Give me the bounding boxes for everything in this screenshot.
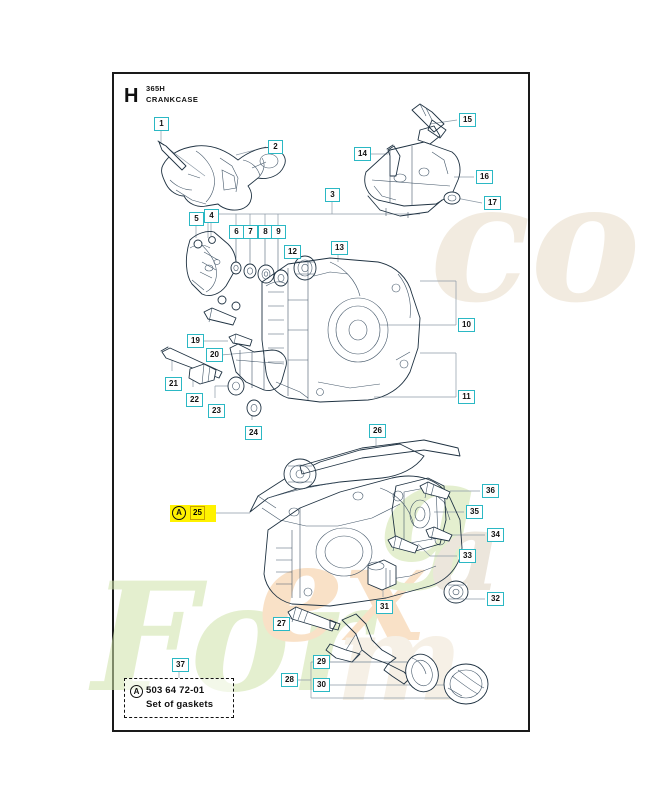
diagram-border [112,72,530,732]
callout-33[interactable]: 33 [459,549,476,563]
callout-6[interactable]: 6 [229,225,244,239]
callout-31[interactable]: 31 [376,600,393,614]
callout-28[interactable]: 28 [281,673,298,687]
callout-11[interactable]: 11 [458,390,475,404]
callout-16[interactable]: 16 [476,170,493,184]
callout-10[interactable]: 10 [458,318,475,332]
callout-13[interactable]: 13 [331,241,348,255]
callout-32[interactable]: 32 [487,592,504,606]
callout-35[interactable]: 35 [466,505,483,519]
callout-9[interactable]: 9 [271,225,286,239]
callout-15[interactable]: 15 [459,113,476,127]
callout-26[interactable]: 26 [369,424,386,438]
callout-29[interactable]: 29 [313,655,330,669]
legend-box: A 503 64 72-01 Set of gaskets [124,678,234,718]
callout-17[interactable]: 17 [484,196,501,210]
callout-24[interactable]: 24 [245,426,262,440]
callout-12[interactable]: 12 [284,245,301,259]
callout-4[interactable]: 4 [204,209,219,223]
legend-marker-a: A [130,685,143,698]
header-model-name: 365H [146,84,166,93]
header-section-name: CRANKCASE [146,95,199,104]
legend-part-number: 503 64 72-01 [146,685,205,696]
legend-description: Set of gaskets [146,699,214,710]
callout-2[interactable]: 2 [268,140,283,154]
callout-19[interactable]: 19 [187,334,204,348]
callout-34[interactable]: 34 [487,528,504,542]
callout-22[interactable]: 22 [186,393,203,407]
header-section-letter: H [124,85,139,107]
callout-25[interactable]: 25 [190,506,205,520]
callout-5[interactable]: 5 [189,212,204,226]
callout-37[interactable]: 37 [172,658,189,672]
callout-7[interactable]: 7 [243,225,258,239]
callout-14[interactable]: 14 [354,147,371,161]
callout-27[interactable]: 27 [273,617,290,631]
callout-3[interactable]: 3 [325,188,340,202]
marker-a-circle-25: A [172,506,186,520]
callout-1[interactable]: 1 [154,117,169,131]
callout-21[interactable]: 21 [165,377,182,391]
callout-36[interactable]: 36 [482,484,499,498]
callout-30[interactable]: 30 [313,678,330,692]
callout-23[interactable]: 23 [208,404,225,418]
callout-20[interactable]: 20 [206,348,223,362]
